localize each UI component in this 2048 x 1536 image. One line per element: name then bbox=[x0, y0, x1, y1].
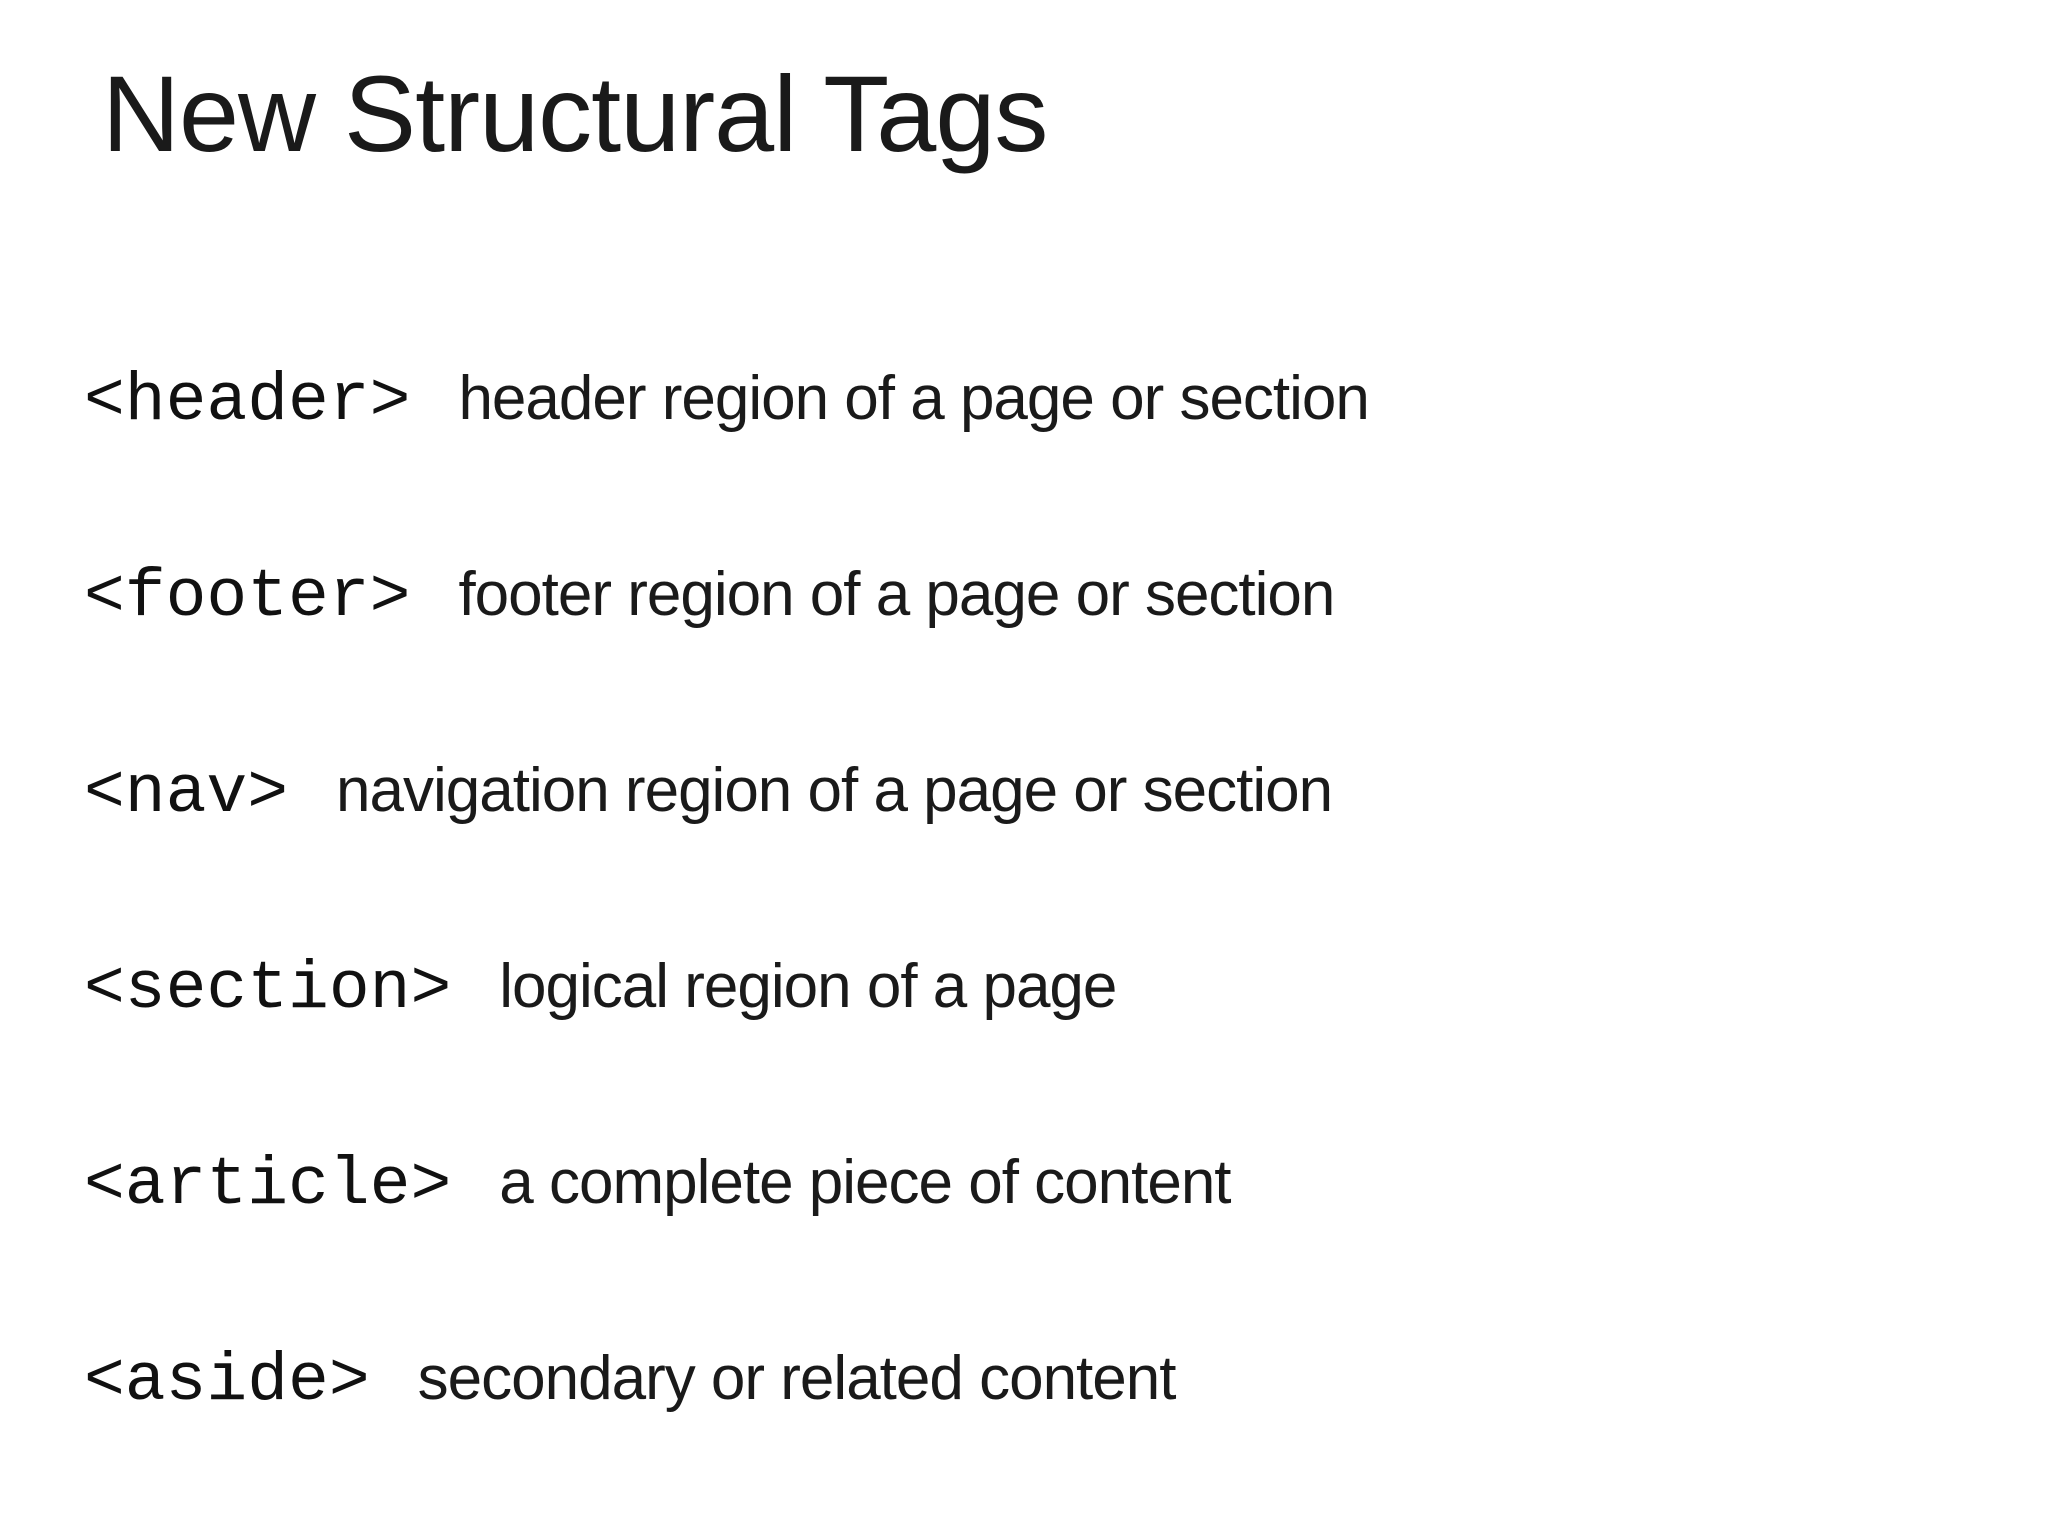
tag-row-aside: <aside> secondary or related content bbox=[84, 1348, 1369, 1420]
slide-title: New Structural Tags bbox=[102, 53, 1048, 174]
tag-description-article: a complete piece of content bbox=[499, 1148, 1231, 1217]
tag-code-section: <section> bbox=[84, 951, 452, 1028]
tag-description-nav: navigation region of a page or section bbox=[336, 756, 1333, 825]
tag-code-footer: <footer> bbox=[84, 559, 411, 636]
tag-code-aside: <aside> bbox=[84, 1343, 370, 1420]
tag-code-nav: <nav> bbox=[84, 755, 289, 832]
tag-description-header: header region of a page or section bbox=[458, 364, 1369, 433]
tag-row-nav: <nav> navigation region of a page or sec… bbox=[84, 760, 1369, 832]
tag-description-section: logical region of a page bbox=[499, 952, 1117, 1021]
tag-description-aside: secondary or related content bbox=[417, 1344, 1177, 1413]
tag-description-footer: footer region of a page or section bbox=[458, 560, 1335, 629]
tag-row-header: <header> header region of a page or sect… bbox=[84, 363, 1370, 440]
tag-code-header: <header> bbox=[84, 363, 411, 440]
tag-row-section: <section> logical region of a page bbox=[84, 956, 1369, 1028]
tag-row-article: <article> a complete piece of content bbox=[84, 1152, 1369, 1224]
tag-list: <header> header region of a page or sect… bbox=[84, 363, 1370, 1420]
tag-row-footer: <footer> footer region of a page or sect… bbox=[84, 564, 1369, 636]
tag-code-article: <article> bbox=[84, 1147, 452, 1224]
